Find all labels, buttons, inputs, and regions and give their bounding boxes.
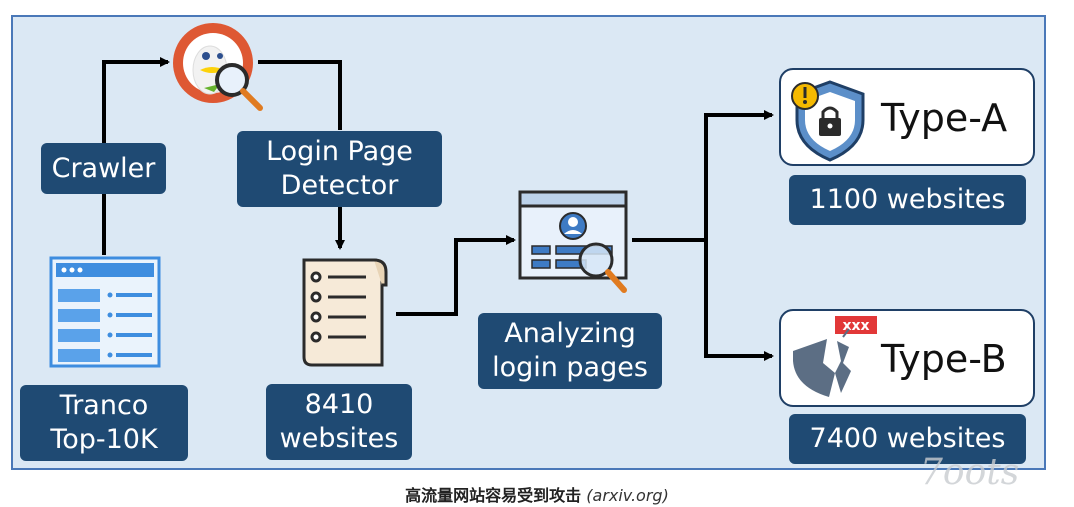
- tranco-label: Tranco Top-10K: [20, 385, 188, 461]
- detector-line-2: Detector: [280, 170, 399, 201]
- watermark: 7oots: [920, 452, 1020, 493]
- duckduckgo-search-icon: [173, 23, 263, 111]
- broken-shield-icon: xxx: [793, 316, 877, 397]
- arrow-to-type-b: [704, 240, 774, 361]
- type-b-label: Type-B: [881, 337, 1007, 381]
- analyzing-line-2: login pages: [492, 352, 648, 383]
- websites-count-line-2: websites: [279, 423, 399, 454]
- caption-main: 高流量网站容易受到攻击: [405, 486, 582, 505]
- type-b-count-label: 7400 websites: [789, 414, 1026, 464]
- tranco-line-1: Tranco: [59, 390, 149, 421]
- websites-count-label: 8410 websites: [266, 384, 412, 460]
- document-list-icon: [302, 258, 388, 367]
- login-page-detector-label: Login Page Detector: [237, 131, 442, 207]
- tranco-line-2: Top-10K: [50, 424, 158, 455]
- caption-source: (arxiv.org): [586, 486, 669, 505]
- analyzing-label: Analyzing login pages: [478, 313, 662, 389]
- type-a-count-label: 1100 websites: [789, 175, 1026, 225]
- arrow-duckduckgo-to-detector: [258, 60, 342, 130]
- detector-line-1: Login Page: [266, 136, 413, 167]
- crawler-label: Crawler: [41, 143, 166, 194]
- type-a-label: Type-A: [881, 96, 1008, 140]
- websites-count-line-1: 8410: [304, 389, 374, 420]
- arrow-document-to-analyze: [396, 235, 516, 316]
- type-b-box: xxx Type-B: [779, 309, 1035, 407]
- shield-lock-warning-icon: [791, 80, 865, 162]
- figure-caption: 高流量网站容易受到攻击 (arxiv.org): [0, 482, 1074, 506]
- analyzing-line-1: Analyzing: [504, 318, 636, 349]
- website-list-icon: [49, 256, 161, 368]
- arrow-to-type-a: [704, 110, 774, 240]
- type-a-box: Type-A: [779, 68, 1035, 166]
- login-page-analyze-icon: [518, 190, 628, 293]
